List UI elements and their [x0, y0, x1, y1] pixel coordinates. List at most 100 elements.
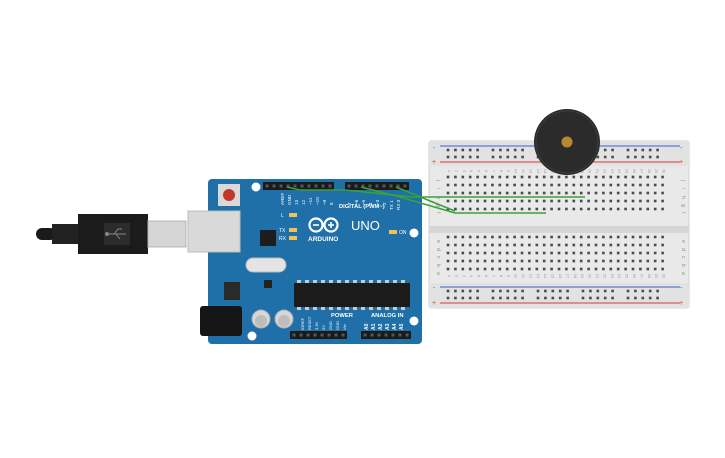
rail-hole[interactable] — [461, 148, 465, 152]
breadboard-hole[interactable] — [468, 175, 472, 179]
breadboard-hole[interactable] — [661, 183, 664, 187]
breadboard-hole[interactable] — [587, 207, 590, 211]
breadboard-hole[interactable] — [602, 183, 605, 187]
breadboard-hole[interactable] — [542, 183, 546, 187]
breadboard-hole[interactable] — [513, 191, 516, 195]
breadboard-hole[interactable] — [557, 199, 561, 203]
breadboard-hole[interactable] — [498, 191, 502, 195]
breadboard-hole[interactable] — [565, 199, 568, 203]
breadboard-hole[interactable] — [513, 207, 516, 211]
breadboard-hole[interactable] — [624, 251, 627, 255]
rail-hole[interactable] — [596, 296, 600, 300]
breadboard-hole[interactable] — [646, 251, 650, 255]
breadboard-hole[interactable] — [616, 267, 620, 271]
breadboard-hole[interactable] — [461, 183, 465, 187]
breadboard-hole[interactable] — [535, 267, 539, 271]
breadboard-hole[interactable] — [446, 267, 450, 271]
breadboard-hole[interactable] — [565, 267, 568, 271]
breadboard-hole[interactable] — [542, 191, 546, 195]
breadboard-hole[interactable] — [587, 267, 590, 271]
breadboard-hole[interactable] — [624, 259, 627, 263]
breadboard-hole[interactable] — [491, 175, 494, 179]
breadboard-hole[interactable] — [550, 259, 553, 263]
header-pin-socket[interactable] — [279, 184, 283, 188]
breadboard-hole[interactable] — [491, 259, 494, 263]
breadboard-hole[interactable] — [579, 175, 583, 179]
header-pin-socket[interactable] — [286, 184, 290, 188]
rail-hole[interactable] — [544, 289, 547, 293]
breadboard-hole[interactable] — [461, 207, 465, 211]
breadboard-hole[interactable] — [520, 259, 524, 263]
rail-hole[interactable] — [506, 289, 510, 293]
rail-hole[interactable] — [558, 289, 562, 293]
breadboard-hole[interactable] — [491, 207, 494, 211]
breadboard-hole[interactable] — [483, 267, 487, 271]
breadboard-hole[interactable] — [609, 183, 613, 187]
rail-hole[interactable] — [551, 289, 555, 293]
rail-hole[interactable] — [589, 289, 592, 293]
piezo-buzzer[interactable] — [534, 109, 600, 175]
header-pin-socket[interactable] — [292, 333, 296, 337]
breadboard-hole[interactable] — [468, 251, 472, 255]
breadboard-hole[interactable] — [483, 251, 487, 255]
breadboard-hole[interactable] — [446, 191, 450, 195]
breadboard-hole[interactable] — [557, 243, 561, 247]
breadboard-hole[interactable] — [505, 207, 509, 211]
breadboard-hole[interactable] — [639, 199, 642, 203]
breadboard-hole[interactable] — [550, 191, 553, 195]
rail-hole[interactable] — [468, 148, 472, 152]
breadboard-hole[interactable] — [565, 175, 568, 179]
breadboard-hole[interactable] — [572, 207, 576, 211]
wire[interactable] — [360, 186, 546, 214]
rail-hole[interactable] — [626, 289, 630, 293]
header-pin-socket[interactable] — [377, 333, 381, 337]
rail-hole[interactable] — [513, 148, 517, 152]
breadboard-hole[interactable] — [646, 267, 650, 271]
breadboard-holes[interactable] — [446, 148, 664, 300]
breadboard-hole[interactable] — [631, 259, 635, 263]
breadboard-hole[interactable] — [505, 267, 509, 271]
rail-hole[interactable] — [656, 148, 659, 152]
breadboard-hole[interactable] — [646, 207, 650, 211]
rail-hole[interactable] — [521, 296, 524, 300]
breadboard-hole[interactable] — [535, 199, 539, 203]
breadboard-hole[interactable] — [542, 207, 546, 211]
breadboard-hole[interactable] — [616, 243, 620, 247]
breadboard-hole[interactable] — [609, 243, 613, 247]
breadboard-hole[interactable] — [498, 251, 502, 255]
breadboard-hole[interactable] — [579, 235, 583, 239]
breadboard-hole[interactable] — [542, 175, 546, 179]
breadboard-hole[interactable] — [653, 199, 657, 203]
breadboard-hole[interactable] — [542, 259, 546, 263]
breadboard-hole[interactable] — [646, 191, 650, 195]
breadboard-hole[interactable] — [646, 259, 650, 263]
breadboard-hole[interactable] — [624, 175, 627, 179]
rail-hole[interactable] — [626, 296, 630, 300]
breadboard-hole[interactable] — [587, 199, 590, 203]
breadboard-hole[interactable] — [454, 175, 457, 179]
breadboard-hole[interactable] — [513, 251, 516, 255]
breadboard-hole[interactable] — [446, 235, 450, 239]
breadboard-hole[interactable] — [661, 235, 664, 239]
breadboard-hole[interactable] — [594, 267, 598, 271]
breadboard-hole[interactable] — [661, 243, 664, 247]
breadboard-hole[interactable] — [483, 191, 487, 195]
header-pin-socket[interactable] — [299, 333, 303, 337]
usb-cable[interactable] — [36, 214, 187, 254]
breadboard-hole[interactable] — [616, 235, 620, 239]
rail-hole[interactable] — [641, 296, 645, 300]
breadboard-hole[interactable] — [528, 243, 531, 247]
rail-hole[interactable] — [476, 155, 479, 159]
rail-hole[interactable] — [611, 289, 614, 293]
breadboard-hole[interactable] — [587, 251, 590, 255]
breadboard-hole[interactable] — [616, 251, 620, 255]
breadboard-hole[interactable] — [602, 251, 605, 255]
rail-hole[interactable] — [491, 296, 495, 300]
breadboard-hole[interactable] — [661, 191, 664, 195]
breadboard-hole[interactable] — [520, 251, 524, 255]
breadboard-hole[interactable] — [587, 191, 590, 195]
breadboard-hole[interactable] — [594, 199, 598, 203]
breadboard-hole[interactable] — [505, 259, 509, 263]
breadboard-hole[interactable] — [565, 243, 568, 247]
breadboard-hole[interactable] — [565, 191, 568, 195]
